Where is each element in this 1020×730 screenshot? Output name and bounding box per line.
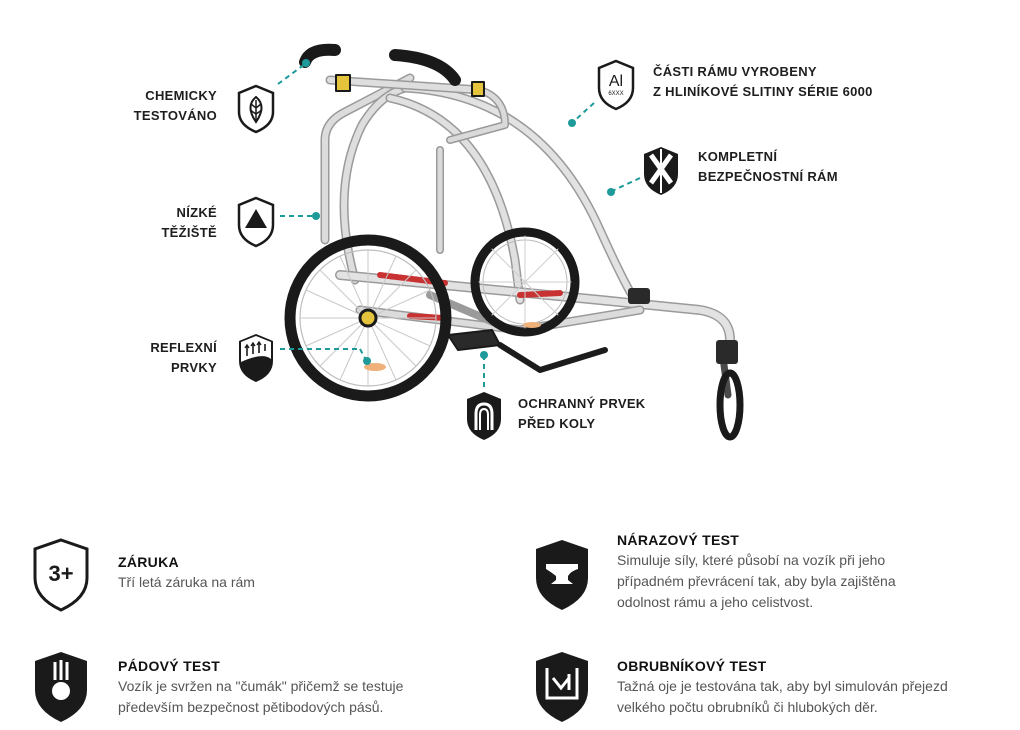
connector-dot-nizke	[312, 212, 320, 220]
callout-casti-line2: Z HLINÍKOVÉ SLITINY SÉRIE 6000	[653, 84, 873, 99]
callout-ochranny-line2: PŘED KOLY	[518, 416, 596, 431]
callout-nizke-line1: NÍZKÉ	[176, 205, 217, 220]
callout-kompletni-line1: KOMPLETNÍ	[698, 149, 778, 164]
anvil-shield-icon	[536, 540, 588, 610]
callout-chemicky-label: CHEMICKY TESTOVÁNO	[134, 86, 217, 126]
warranty-shield-icon: 3+	[33, 538, 89, 612]
cross-shield-icon	[644, 147, 678, 195]
callout-casti-label: ČÁSTI RÁMU VYROBENY Z HLINÍKOVÉ SLITINY …	[653, 62, 873, 102]
feature-zaruka: ZÁRUKA Tří letá záruka na rám	[118, 552, 518, 593]
feature-narazovy-desc: Simuluje síly, které působí na vozík při…	[617, 550, 1017, 613]
triangle-shield-icon	[237, 196, 275, 248]
feature-obrubnikovy-title: OBRUBNÍKOVÝ TEST	[617, 658, 767, 674]
feature-padovy-desc-line2: především bezpečnost pětibodových pásů.	[118, 699, 384, 715]
warranty-badge: 3+	[48, 561, 73, 586]
callout-ochranny-line1: OCHRANNÝ PRVEK	[518, 396, 646, 411]
drop-test-shield-icon	[35, 652, 87, 722]
feature-obrubnikovy-desc-line2: velkého počtu obrubníků či hlubokých děr…	[617, 699, 878, 715]
leaf-shield-icon	[237, 84, 275, 134]
feature-narazovy: NÁRAZOVÝ TEST Simuluje síly, které působ…	[617, 530, 1017, 613]
callout-ochranny-label: OCHRANNÝ PRVEK PŘED KOLY	[518, 394, 645, 434]
callout-kompletni-label: KOMPLETNÍ BEZPEČNOSTNÍ RÁM	[698, 147, 838, 187]
curb-test-shield-icon	[536, 652, 588, 722]
connector-dot-kompletni	[607, 188, 615, 196]
feature-padovy-title: PÁDOVÝ TEST	[118, 658, 221, 674]
callout-chemicky-line2: TESTOVÁNO	[133, 108, 217, 123]
wheel-guard-shield-icon	[467, 392, 501, 440]
connector-dot-reflexni	[363, 357, 371, 365]
feature-zaruka-desc: Tří letá záruka na rám	[118, 572, 518, 593]
feature-narazovy-desc-line1: Simuluje síly, které působí na vozík při…	[617, 552, 886, 568]
connector-kompletni	[611, 177, 641, 192]
feature-obrubnikovy: OBRUBNÍKOVÝ TEST Tažná oje je testována …	[617, 656, 1017, 718]
feature-padovy-desc: Vozík je svržen na "čumák" přičemž se te…	[118, 676, 518, 718]
callout-reflexni-line1: REFLEXNÍ	[150, 340, 217, 355]
feature-narazovy-title: NÁRAZOVÝ TEST	[617, 532, 740, 548]
callout-casti-line1: ČÁSTI RÁMU VYROBENY	[653, 64, 817, 79]
callout-chemicky-line1: CHEMICKY	[145, 88, 217, 103]
feature-obrubnikovy-desc-line1: Tažná oje je testována tak, aby byl simu…	[617, 678, 948, 694]
feature-narazovy-desc-line2: případném převrácení tak, aby byla zajiš…	[617, 573, 896, 589]
aluminium-badge-main: Al	[609, 73, 623, 90]
callout-reflexni-label: REFLEXNÍ PRVKY	[150, 338, 217, 378]
connector-dot-ochranny	[480, 351, 488, 359]
feature-narazovy-desc-line3: odolnost rámu a jeho celistvost.	[617, 594, 814, 610]
aluminium-badge-sub: 6XXX	[608, 91, 623, 97]
connector-casti	[572, 102, 595, 123]
aluminium-shield-icon: Al 6XXX	[597, 59, 635, 111]
connector-dot-casti	[568, 119, 576, 127]
callout-reflexni-line2: PRVKY	[170, 360, 217, 375]
callout-nizke-label: NÍZKÉ TĚŽIŠTĚ	[161, 203, 217, 243]
callout-nizke-line2: TĚŽIŠTĚ	[161, 225, 217, 240]
feature-padovy: PÁDOVÝ TEST Vozík je svržen na "čumák" p…	[118, 656, 518, 718]
connector-dot-chemicky	[302, 59, 310, 67]
callout-kompletni-line2: BEZPEČNOSTNÍ RÁM	[698, 169, 838, 184]
feature-obrubnikovy-desc: Tažná oje je testována tak, aby byl simu…	[617, 676, 1017, 718]
feature-padovy-desc-line1: Vozík je svržen na "čumák" přičemž se te…	[118, 678, 404, 694]
feature-zaruka-title: ZÁRUKA	[118, 554, 179, 570]
connector-chemicky	[277, 63, 306, 85]
feature-zaruka-desc-line1: Tří letá záruka na rám	[118, 574, 255, 590]
reflective-shield-icon	[239, 334, 273, 382]
